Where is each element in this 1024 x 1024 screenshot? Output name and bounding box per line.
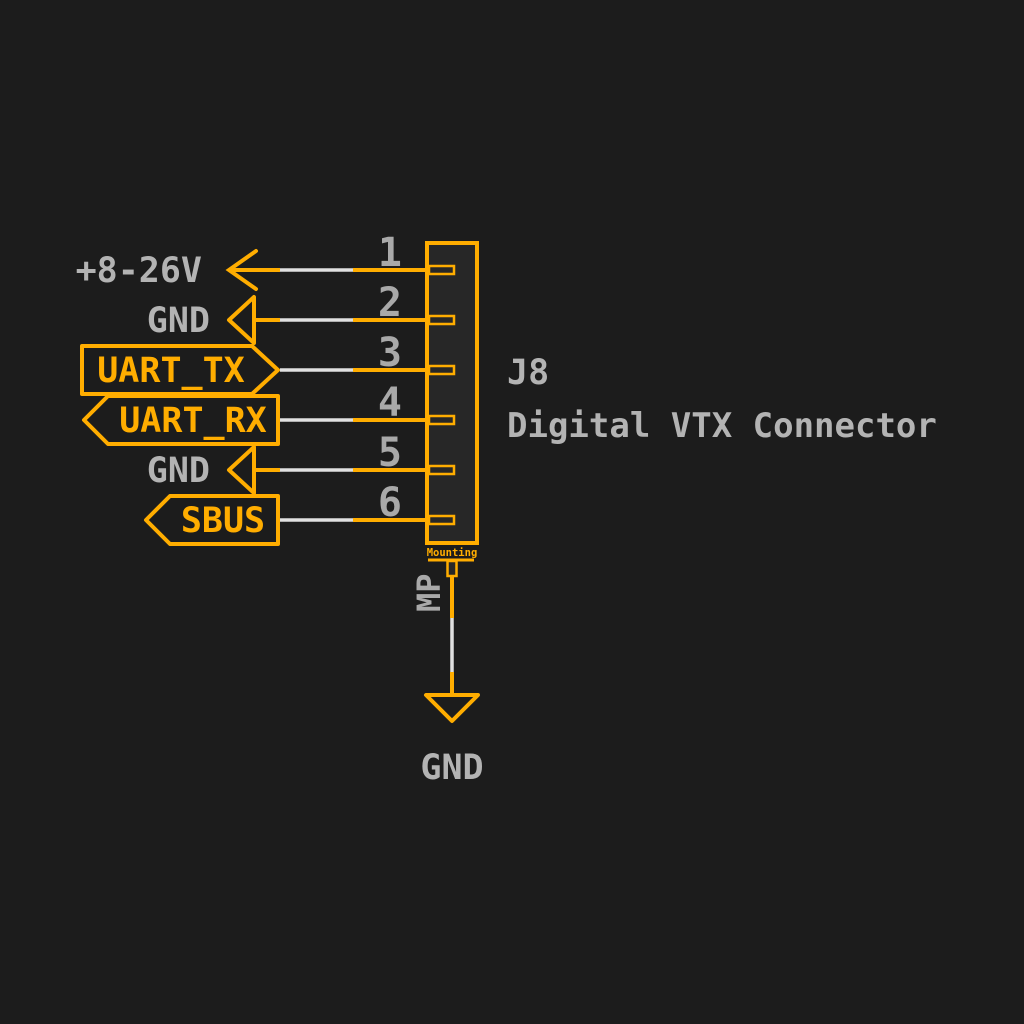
pin-3: 3 UART_TX	[80, 330, 456, 396]
pin-2-label: GND	[147, 301, 210, 341]
ground-symbol-icon	[424, 693, 480, 723]
pin-6-label: SBUS	[181, 501, 265, 541]
pin-5-label: GND	[147, 451, 210, 491]
sbus-flag-icon	[144, 494, 280, 546]
pin-3-label: UART_TX	[97, 351, 245, 391]
connector-description: Digital VTX Connector	[507, 406, 937, 446]
pin-6-number: 6	[378, 480, 402, 526]
pin-1-contact	[427, 264, 456, 276]
pin-2: 2 GND	[147, 280, 456, 345]
mounting-pin-name: MP	[410, 573, 448, 612]
pin-3-contact	[427, 364, 456, 376]
power-arrow-icon	[225, 249, 258, 291]
pin-5-contact	[427, 464, 456, 476]
pin-2-contact	[427, 314, 456, 326]
mounting-pin-label: Mounting	[427, 547, 478, 559]
uart-tx-flag-icon	[80, 344, 280, 396]
pin-6-contact	[427, 514, 456, 526]
pin-5: 5 GND	[147, 430, 456, 495]
pin-2-number: 2	[378, 280, 402, 326]
pin-5-number: 5	[378, 430, 402, 476]
pin-1-number: 1	[378, 230, 402, 276]
pin-1-label: +8-26V	[76, 251, 202, 291]
uart-rx-flag-icon	[82, 394, 280, 446]
ground-triangle-icon	[227, 295, 256, 345]
connector-body	[425, 241, 479, 545]
pin-4-number: 4	[378, 380, 402, 426]
pin-4-label: UART_RX	[119, 401, 267, 441]
ground-triangle-icon	[227, 445, 256, 495]
mounting-pin: Mounting MP GND	[410, 547, 484, 788]
pin-6: 6 SBUS	[144, 480, 456, 546]
pin-4-contact	[427, 414, 456, 426]
pin-3-number: 3	[378, 330, 402, 376]
ground-net-label: GND	[420, 748, 483, 788]
pin-4: 4 UART_RX	[82, 380, 456, 446]
pin-1: 1 +8-26V	[76, 230, 456, 291]
connector-designator: J8	[507, 353, 549, 393]
mounting-pin-contact	[446, 559, 458, 578]
